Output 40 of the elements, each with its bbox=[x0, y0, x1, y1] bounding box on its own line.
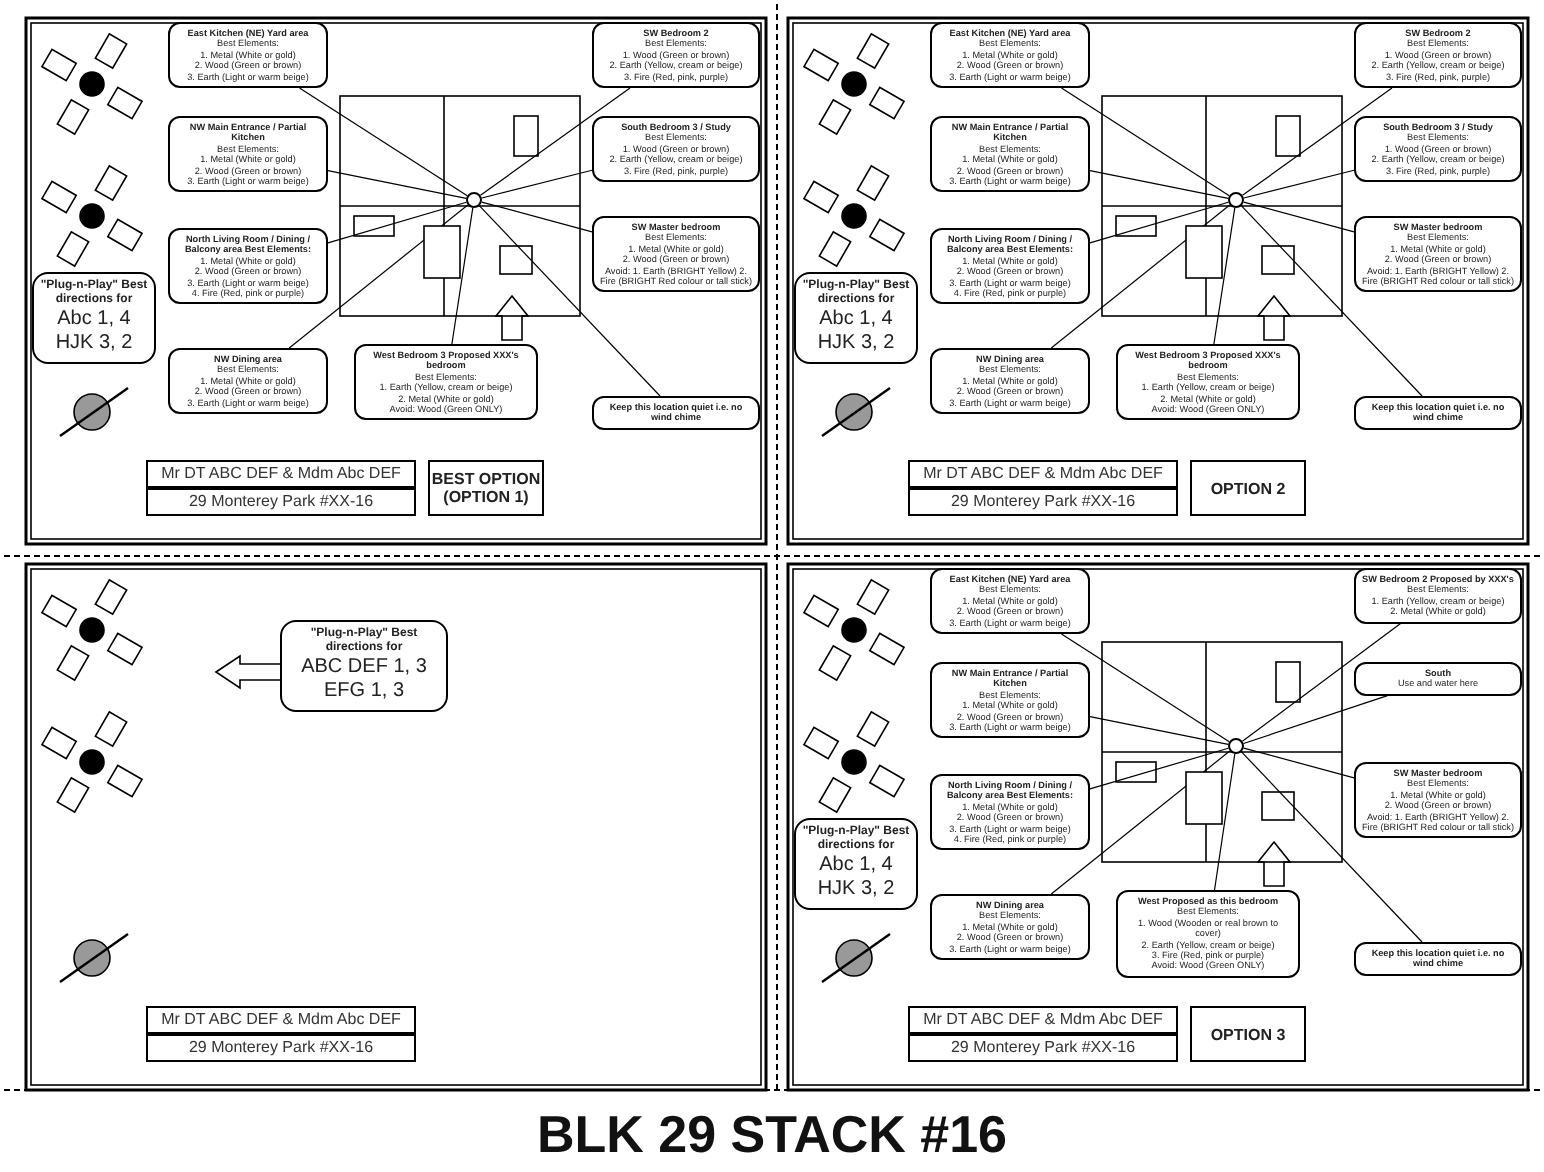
option-label: OPTION 2 bbox=[1190, 460, 1306, 516]
leader-line bbox=[1213, 207, 1236, 345]
leader-line bbox=[327, 201, 467, 244]
leader-line bbox=[481, 201, 593, 233]
leader-line bbox=[1060, 87, 1230, 197]
leader-line bbox=[1243, 747, 1355, 779]
leader-line bbox=[478, 205, 661, 397]
leader-line bbox=[1213, 753, 1236, 891]
leader-line bbox=[1243, 201, 1355, 233]
hub-circle bbox=[1228, 738, 1244, 754]
client-name: Mr DT ABC DEF & Mdm Abc DEF bbox=[146, 460, 416, 488]
leader-line bbox=[1050, 750, 1231, 895]
leader-line bbox=[327, 169, 467, 199]
address: 29 Monterey Park #XX-16 bbox=[146, 488, 416, 516]
leader-line bbox=[451, 207, 474, 345]
leader-line bbox=[288, 204, 469, 349]
client-name: Mr DT ABC DEF & Mdm Abc DEF bbox=[908, 460, 1178, 488]
leader-line bbox=[1060, 633, 1230, 743]
address: 29 Monterey Park #XX-16 bbox=[908, 488, 1178, 516]
client-name: Mr DT ABC DEF & Mdm Abc DEF bbox=[146, 1006, 416, 1034]
leader-line bbox=[1089, 169, 1229, 199]
hub-circle bbox=[466, 192, 482, 208]
leader-line bbox=[1243, 695, 1389, 745]
leader-line bbox=[298, 87, 468, 197]
option-label: BEST OPTION (OPTION 1) bbox=[428, 460, 544, 516]
leader-line bbox=[1089, 747, 1229, 790]
address: 29 Monterey Park #XX-16 bbox=[908, 1034, 1178, 1062]
option-label: OPTION 3 bbox=[1190, 1006, 1306, 1062]
leader-line bbox=[1089, 201, 1229, 244]
leader-line bbox=[481, 169, 593, 199]
address: 29 Monterey Park #XX-16 bbox=[146, 1034, 416, 1062]
leader-line bbox=[1240, 751, 1423, 943]
leader-line bbox=[1243, 169, 1355, 199]
hub-circle bbox=[1228, 192, 1244, 208]
leader-line bbox=[1050, 204, 1231, 349]
leader-line bbox=[1241, 622, 1402, 742]
leader-line bbox=[1240, 205, 1423, 397]
client-name: Mr DT ABC DEF & Mdm Abc DEF bbox=[908, 1006, 1178, 1034]
leader-line bbox=[1089, 715, 1229, 745]
page-title: BLK 29 STACK #16 bbox=[534, 1104, 1010, 1166]
